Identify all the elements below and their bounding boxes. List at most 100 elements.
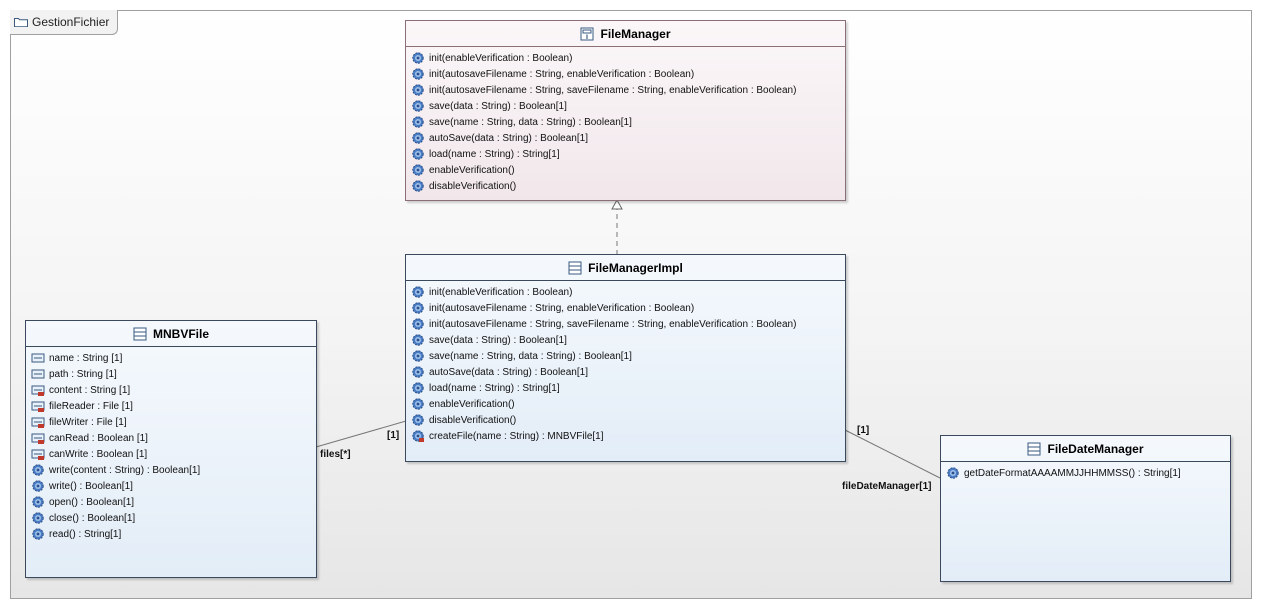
files-role-label: files[*] xyxy=(320,449,351,460)
files-source-multiplicity: [1] xyxy=(387,430,400,441)
realization-arrowhead xyxy=(611,198,623,210)
operation-gear-icon xyxy=(412,52,424,64)
operation-gear-icon xyxy=(412,164,424,176)
association-files-link[interactable] xyxy=(315,420,407,448)
operation-text: getDateFormatAAAAMMJJHHMMSS() : String[1… xyxy=(964,467,1181,479)
operation-text: init(autosaveFilename : String, enableVe… xyxy=(429,302,695,314)
operation-text: read() : String[1] xyxy=(49,528,122,540)
attribute-row[interactable]: fileReader : File [1] xyxy=(31,398,316,414)
operation-text: autoSave(data : String) : Boolean[1] xyxy=(429,366,588,378)
class-icon xyxy=(568,261,582,274)
operation-gear-icon xyxy=(32,512,44,524)
operation-gear-icon xyxy=(412,382,424,394)
operation-row[interactable]: disableVerification() xyxy=(411,178,845,194)
operation-text: save(name : String, data : String) : Boo… xyxy=(429,116,632,128)
operation-text: init(autosaveFilename : String, saveFile… xyxy=(429,318,797,330)
operation-row[interactable]: disableVerification() xyxy=(411,412,845,428)
operation-row[interactable]: save(data : String) : Boolean[1] xyxy=(411,98,845,114)
class-file-manager-impl[interactable]: FileManagerImpl init(enableVerification … xyxy=(405,254,846,462)
operation-row[interactable]: close() : Boolean[1] xyxy=(31,510,316,526)
operation-gear-icon xyxy=(412,148,424,160)
operation-gear-icon xyxy=(32,464,44,476)
operation-text: save(name : String, data : String) : Boo… xyxy=(429,350,632,362)
operation-text: load(name : String) : String[1] xyxy=(429,148,560,160)
operation-row[interactable]: createFile(name : String) : MNBVFile[1] xyxy=(411,428,845,444)
operation-row[interactable]: load(name : String) : String[1] xyxy=(411,380,845,396)
class-icon xyxy=(133,327,147,340)
operation-gear-icon xyxy=(412,286,424,298)
operation-gear-icon xyxy=(412,68,424,80)
operation-gear-icon xyxy=(412,84,424,96)
operation-text: init(autosaveFilename : String, saveFile… xyxy=(429,84,797,96)
operation-row[interactable]: getDateFormatAAAAMMJJHHMMSS() : String[1… xyxy=(946,465,1230,481)
attribute-row[interactable]: path : String [1] xyxy=(31,366,316,382)
class-header: FileManagerImpl xyxy=(406,255,845,281)
operation-row[interactable]: save(name : String, data : String) : Boo… xyxy=(411,114,845,130)
operation-row[interactable]: init(enableVerification : Boolean) xyxy=(411,284,845,300)
operation-text: createFile(name : String) : MNBVFile[1] xyxy=(429,430,604,442)
attribute-row[interactable]: canRead : Boolean [1] xyxy=(31,430,316,446)
operation-row[interactable]: autoSave(data : String) : Boolean[1] xyxy=(411,130,845,146)
class-file-date-manager[interactable]: FileDateManager getDateFormatAAAAMMJJHHM… xyxy=(940,435,1231,582)
attribute-text: fileReader : File [1] xyxy=(49,400,133,412)
operation-gear-icon xyxy=(412,430,424,442)
class-file-manager[interactable]: I FileManager init(enableVerification : … xyxy=(405,20,846,201)
attribute-icon xyxy=(31,433,45,444)
operation-text: save(data : String) : Boolean[1] xyxy=(429,100,567,112)
operation-row[interactable]: open() : Boolean[1] xyxy=(31,494,316,510)
operation-text: init(enableVerification : Boolean) xyxy=(429,52,573,64)
operation-row[interactable]: read() : String[1] xyxy=(31,526,316,542)
operation-row[interactable]: enableVerification() xyxy=(411,396,845,412)
operation-row[interactable]: enableVerification() xyxy=(411,162,845,178)
folder-icon xyxy=(14,18,28,27)
operation-row[interactable]: init(enableVerification : Boolean) xyxy=(411,50,845,66)
attribute-row[interactable]: canWrite : Boolean [1] xyxy=(31,446,316,462)
association-date-manager-link[interactable] xyxy=(844,429,941,479)
operation-gear-icon xyxy=(412,350,424,362)
operation-text: init(autosaveFilename : String, enableVe… xyxy=(429,68,695,80)
class-mnbv-file[interactable]: MNBVFile name : String [1] path : String … xyxy=(25,320,317,578)
operation-row[interactable]: autoSave(data : String) : Boolean[1] xyxy=(411,364,845,380)
operation-row[interactable]: init(autosaveFilename : String, enableVe… xyxy=(411,66,845,82)
operation-text: enableVerification() xyxy=(429,164,515,176)
attribute-row[interactable]: fileWriter : File [1] xyxy=(31,414,316,430)
operation-gear-icon xyxy=(947,467,959,479)
operation-text: load(name : String) : String[1] xyxy=(429,382,560,394)
operation-gear-icon xyxy=(32,528,44,540)
attribute-row[interactable]: content : String [1] xyxy=(31,382,316,398)
attribute-icon xyxy=(31,417,45,428)
operation-gear-icon xyxy=(412,414,424,426)
class-name: FileDateManager xyxy=(1047,441,1144,456)
package-tab[interactable]: GestionFichier xyxy=(10,10,119,35)
attribute-row[interactable]: name : String [1] xyxy=(31,350,316,366)
operation-gear-icon xyxy=(412,334,424,346)
attribute-text: canRead : Boolean [1] xyxy=(49,432,148,444)
operation-row[interactable]: init(autosaveFilename : String, saveFile… xyxy=(411,316,845,332)
operation-gear-icon xyxy=(412,180,424,192)
operation-row[interactable]: write(content : String) : Boolean[1] xyxy=(31,462,316,478)
operation-row[interactable]: load(name : String) : String[1] xyxy=(411,146,845,162)
attribute-text: canWrite : Boolean [1] xyxy=(49,448,148,460)
operation-row[interactable]: save(name : String, data : String) : Boo… xyxy=(411,348,845,364)
attribute-icon xyxy=(31,449,45,460)
operation-row[interactable]: init(autosaveFilename : String, saveFile… xyxy=(411,82,845,98)
attribute-text: name : String [1] xyxy=(49,352,123,364)
operation-text: autoSave(data : String) : Boolean[1] xyxy=(429,132,588,144)
operation-gear-icon xyxy=(412,116,424,128)
operation-row[interactable]: save(data : String) : Boolean[1] xyxy=(411,332,845,348)
operation-row[interactable]: write() : Boolean[1] xyxy=(31,478,316,494)
date-manager-source-multiplicity: [1] xyxy=(857,425,870,436)
operation-gear-icon xyxy=(412,132,424,144)
class-icon xyxy=(1027,442,1041,455)
attribute-text: content : String [1] xyxy=(49,384,131,396)
operation-text: init(enableVerification : Boolean) xyxy=(429,286,573,298)
operation-gear-icon xyxy=(412,398,424,410)
operation-gear-icon xyxy=(412,100,424,112)
operation-row[interactable]: init(autosaveFilename : String, enableVe… xyxy=(411,300,845,316)
class-header: MNBVFile xyxy=(26,321,316,347)
operation-text: write() : Boolean[1] xyxy=(49,480,133,492)
operation-gear-icon xyxy=(32,480,44,492)
operation-text: disableVerification() xyxy=(429,180,517,192)
class-header: I FileManager xyxy=(406,21,845,47)
